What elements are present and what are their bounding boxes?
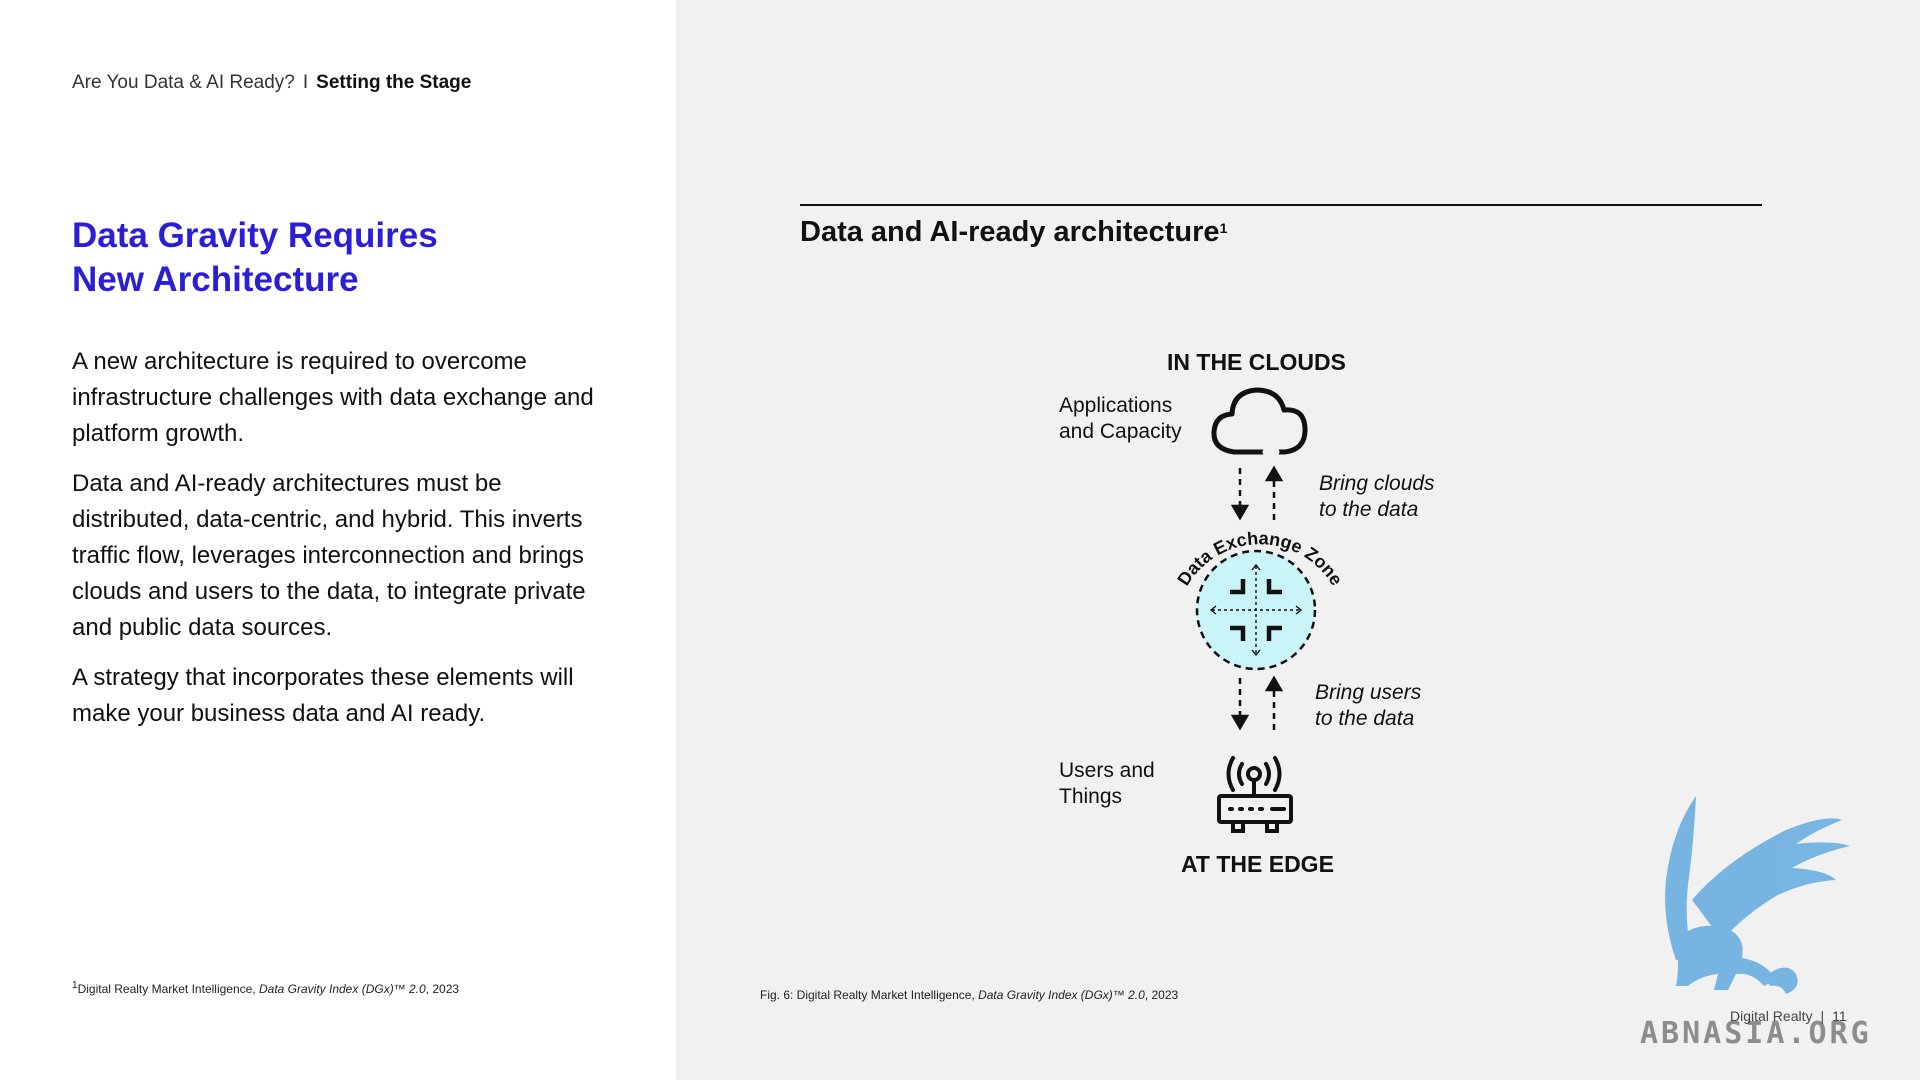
- footnote-title: Data Gravity Index (DGx)™ 2.0: [258, 982, 426, 996]
- users-label-line1: Users and: [1059, 759, 1155, 782]
- body-paragraph: A strategy that incorporates these eleme…: [72, 664, 574, 727]
- page-footer: Digital Realty | 11: [1730, 1008, 1847, 1024]
- edge-heading: AT THE EDGE: [1181, 851, 1334, 877]
- watermark-text: ABNASIA.ORG: [1640, 1016, 1872, 1051]
- apps-label: Applications and Capacity: [1059, 393, 1182, 445]
- breadcrumb: Are You Data & AI Ready? I Setting the Sta…: [72, 72, 471, 94]
- body-text: A new architecture is required to overco…: [72, 344, 612, 746]
- architecture-diagram: IN THE CLOUDS Applications and Capacity …: [1040, 340, 1500, 900]
- bring-users-label: Bring users to the data: [1315, 680, 1421, 732]
- body-paragraph: Data and AI-ready architectures must be …: [72, 470, 586, 641]
- breadcrumb-separator: I: [302, 72, 309, 93]
- bring-users-line2: to the data: [1315, 707, 1415, 730]
- bring-clouds-line2: to the data: [1319, 498, 1419, 521]
- breadcrumb-section: Are You Data & AI Ready?: [72, 72, 295, 93]
- data-exchange-zone-icon: Data Exchange Zone: [1173, 528, 1347, 671]
- page-title: Data Gravity Requires New Architecture: [72, 214, 632, 302]
- users-label: Users and Things: [1059, 758, 1155, 810]
- figure-title-sup: 1: [1219, 220, 1228, 236]
- figure-rule: [800, 204, 1762, 206]
- caption-prefix: Fig. 6: Digital Realty Market Intelligen…: [760, 988, 979, 1002]
- body-paragraph: A new architecture is required to overco…: [72, 348, 594, 447]
- footnote-prefix: Digital Realty Market Intelligence,: [77, 982, 259, 996]
- apps-label-line2: and Capacity: [1059, 420, 1182, 443]
- left-panel: Are You Data & AI Ready? I Setting the Sta…: [0, 0, 676, 1080]
- footnote: 1Digital Realty Market Intelligence, Dat…: [72, 980, 459, 996]
- cloud-icon: [1211, 387, 1308, 456]
- edge-arrows: [1230, 675, 1284, 731]
- footnote-suffix: , 2023: [425, 982, 460, 996]
- bring-users-line1: Bring users: [1315, 681, 1422, 704]
- clouds-heading: IN THE CLOUDS: [1167, 349, 1346, 375]
- diagram-graphics: Data Exchange Zone: [1173, 387, 1347, 833]
- footer-separator: |: [1820, 1008, 1825, 1024]
- footnote-marker: 1: [72, 980, 78, 991]
- bring-clouds-label: Bring clouds to the data: [1319, 471, 1435, 523]
- caption-suffix: , 2023: [1144, 988, 1179, 1002]
- figure-title-text: Data and AI-ready architecture: [800, 216, 1220, 248]
- bring-clouds-line1: Bring clouds: [1319, 472, 1435, 495]
- figure-title: Data and AI-ready architecture1: [800, 216, 1227, 249]
- users-label-line2: Things: [1059, 785, 1123, 808]
- page-title-line1: Data Gravity Requires: [72, 216, 438, 255]
- breadcrumb-page: Setting the Stage: [316, 72, 472, 93]
- caption-title: Data Gravity Index (DGx)™ 2.0: [978, 988, 1145, 1002]
- page-number: 11: [1832, 1008, 1847, 1024]
- apps-label-line1: Applications: [1059, 394, 1173, 417]
- footer-brand: Digital Realty: [1730, 1008, 1813, 1024]
- router-icon: [1217, 756, 1293, 833]
- page-title-line2: New Architecture: [72, 260, 359, 299]
- figure-caption: Fig. 6: Digital Realty Market Intelligen…: [760, 988, 1178, 1002]
- cloud-arrows: [1230, 465, 1284, 521]
- griffin-logo-icon: [1665, 796, 1850, 994]
